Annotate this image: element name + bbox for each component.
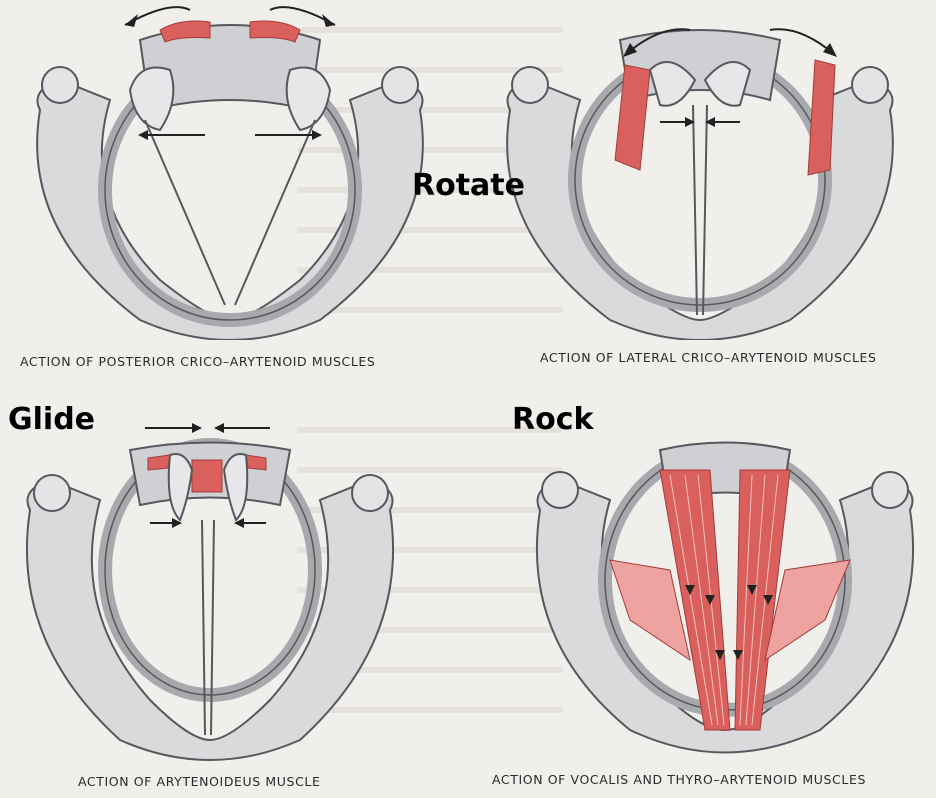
arytenoid-left: [128, 66, 175, 132]
vocal-fold-left: [144, 119, 226, 306]
thyroid-horn-left: [41, 66, 79, 104]
thyroarytenoid-left: [609, 559, 691, 662]
label-glide: Glide: [8, 402, 96, 437]
label-rock: Rock: [512, 402, 594, 437]
thyroid-horn-left: [33, 474, 71, 512]
vocal-fold-right: [702, 104, 708, 316]
muscle-left: [159, 20, 211, 43]
arytenoid-left: [167, 453, 194, 522]
thyroid-horn-right: [381, 66, 419, 104]
panel-lateral: [490, 10, 930, 340]
muscle-right: [245, 454, 267, 471]
rock-arrows: [685, 585, 773, 660]
arytenoid-right: [285, 66, 332, 132]
muscle-right: [807, 59, 836, 176]
muscle-left: [659, 469, 731, 731]
vocalis-diagram: [535, 441, 915, 754]
thyroarytenoid-right: [764, 559, 851, 662]
caption-arytenoideus: ACTION OF ARYTENOIDEUS MUSCLE: [78, 774, 321, 789]
thyroid-horn-right: [851, 66, 889, 104]
arytenoideus-diagram: [25, 423, 395, 761]
arytenoid-left: [648, 61, 697, 107]
thyroid-cartilage: [25, 478, 395, 761]
panel-posterior: [20, 0, 460, 340]
muscle-right: [249, 20, 301, 43]
thyroid-horn-right: [871, 471, 909, 509]
thyroid-horn-left: [511, 66, 549, 104]
panel-vocalis: [520, 430, 930, 765]
thyroid-cartilage: [36, 78, 424, 340]
cricoid-ring: [568, 48, 832, 312]
caption-vocalis: ACTION OF VOCALIS AND THYRO–ARYTENOID MU…: [492, 772, 866, 787]
vocal-fold-left: [201, 519, 206, 736]
arytenoideus-muscle: [191, 459, 223, 493]
posterior-diagram: [36, 6, 424, 340]
thyroid-horn-left: [541, 471, 579, 509]
caption-posterior: ACTION OF POSTERIOR CRICO–ARYTENOID MUSC…: [20, 354, 376, 369]
thyroid-horn-right: [351, 474, 389, 512]
muscle-left: [147, 454, 171, 471]
panel-arytenoideus: [20, 410, 420, 765]
arytenoid-right: [222, 453, 249, 522]
vocal-fold-right: [210, 519, 215, 736]
label-rotate: Rotate: [412, 168, 525, 203]
vocal-fold-right: [234, 119, 316, 306]
caption-lateral: ACTION OF LATERAL CRICO–ARYTENOID MUSCLE…: [540, 350, 877, 365]
muscle-left: [614, 64, 651, 171]
vocal-fold-left: [692, 104, 698, 316]
arytenoid-right: [703, 61, 752, 107]
lateral-diagram: [506, 28, 894, 340]
